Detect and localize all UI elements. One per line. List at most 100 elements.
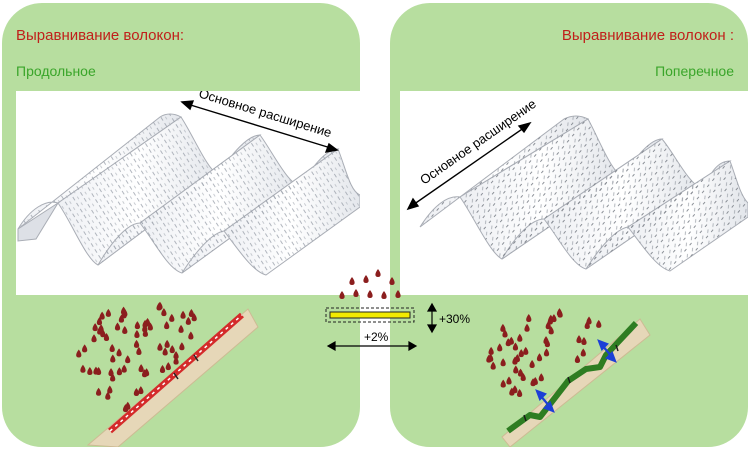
vertical-change-label: +30% — [439, 312, 470, 326]
water-drop-icon — [490, 361, 496, 370]
water-drop-icon — [576, 335, 582, 344]
water-drop-icon — [363, 275, 369, 283]
expansion-label: Основное расширение — [197, 91, 333, 140]
water-drop-icon — [159, 364, 166, 373]
water-drop-icon — [500, 323, 506, 332]
water-drop-icon — [381, 291, 387, 299]
water-drop-icon — [551, 314, 557, 323]
water-drop-icon — [517, 368, 524, 377]
water-drop-icon — [122, 325, 128, 334]
droplet-cloud — [486, 308, 602, 398]
water-drop-icon — [339, 291, 345, 299]
center-swelling-detail: +30% +2% — [320, 268, 480, 358]
water-drop-icon — [157, 342, 163, 351]
swollen-strip-outline — [325, 307, 415, 323]
water-drop-icon — [147, 322, 153, 331]
water-drop-icon — [500, 358, 506, 367]
fiber-cross-section-longitudinal — [2, 295, 360, 447]
water-drop-icon — [164, 339, 170, 348]
fiber-strip-green — [506, 320, 639, 434]
water-drop-icon — [95, 387, 102, 396]
water-drop-icon — [120, 306, 127, 315]
water-drop-icon — [95, 366, 102, 375]
panel-subtitle: Поперечное — [655, 63, 734, 79]
water-drop-icon — [349, 277, 355, 285]
water-drop-icon — [488, 346, 494, 355]
water-drop-icon — [173, 356, 179, 365]
water-drop-icon — [500, 379, 506, 388]
water-drop-icon — [142, 319, 148, 328]
water-drop-icon — [109, 344, 115, 353]
water-drop-icon — [529, 360, 535, 369]
water-drop-icon — [91, 334, 97, 343]
water-drop-icon — [118, 314, 125, 323]
corrugated-sheet-illustration: Основное расширение — [16, 91, 360, 295]
water-drop-icon — [116, 367, 123, 376]
water-drop-icon — [138, 364, 144, 373]
water-drop-icon — [395, 290, 401, 298]
water-drop-icon — [518, 349, 524, 358]
water-drop-icon — [133, 339, 140, 348]
water-drop-icon — [185, 316, 191, 325]
swelling-arrow-icon — [535, 339, 617, 413]
fiber-strip-red — [108, 312, 244, 434]
expansion-arrow — [180, 100, 339, 153]
water-drop-icon — [505, 338, 511, 347]
water-drop-icon — [169, 345, 175, 354]
horizontal-arrow-icon — [326, 340, 418, 352]
water-drop-icon — [526, 314, 532, 323]
water-drop-icon — [178, 324, 184, 333]
water-drop-icon — [512, 356, 518, 365]
panel-transverse: Выравнивание волокон : Поперечное — [390, 3, 748, 447]
water-drop-icon — [513, 365, 519, 374]
water-drop-icon — [353, 289, 359, 297]
water-drop-icon — [162, 347, 168, 356]
water-drop-icon — [116, 348, 122, 357]
water-drop-icon — [523, 346, 529, 355]
water-drop-icon — [87, 366, 93, 375]
droplet-row — [339, 269, 401, 299]
water-drop-icon — [105, 391, 111, 400]
water-drop-icon — [524, 323, 530, 332]
water-drop-icon — [538, 373, 544, 382]
water-drop-icon — [157, 301, 163, 310]
water-drop-icon — [574, 354, 581, 363]
fiber-cross-section-transverse — [390, 295, 748, 447]
water-drop-icon — [138, 386, 144, 395]
vertical-arrow-icon — [426, 302, 438, 334]
water-drop-icon — [122, 404, 129, 413]
water-drop-icon — [100, 329, 106, 338]
fiber-strip-yellow — [329, 311, 411, 319]
water-drop-icon — [99, 311, 105, 320]
water-drop-icon — [143, 368, 150, 377]
water-drop-icon — [134, 329, 140, 338]
water-drop-icon — [596, 319, 602, 328]
water-drop-icon — [173, 351, 179, 360]
water-drop-icon — [110, 373, 116, 382]
water-drop-icon — [110, 354, 116, 363]
horizontal-change-label: +2% — [364, 330, 389, 344]
water-drop-icon — [532, 377, 538, 386]
water-drop-icon — [547, 316, 553, 325]
water-drop-icon — [76, 349, 82, 358]
panel-title: Выравнивание волокон: — [16, 27, 185, 44]
water-drop-icon — [179, 342, 185, 351]
water-drop-icon — [516, 389, 523, 398]
water-drop-icon — [188, 308, 195, 317]
water-drop-icon — [105, 308, 111, 317]
water-drop-icon — [488, 353, 494, 362]
water-drop-icon — [520, 373, 526, 382]
water-drop-icon — [375, 269, 381, 277]
water-drop-icon — [133, 388, 140, 397]
water-drop-icon — [188, 331, 194, 340]
expansion-arrow — [406, 121, 532, 211]
droplet-cloud — [76, 301, 197, 413]
water-drop-icon — [165, 362, 171, 371]
water-drop-icon — [121, 364, 127, 373]
water-drop-icon — [389, 277, 395, 285]
water-drop-icon — [506, 376, 512, 385]
water-drop-icon — [169, 313, 175, 322]
corrugated-sheet-illustration: Основное расширение — [400, 91, 748, 295]
water-drop-icon — [497, 343, 503, 352]
water-drop-icon — [107, 385, 113, 394]
